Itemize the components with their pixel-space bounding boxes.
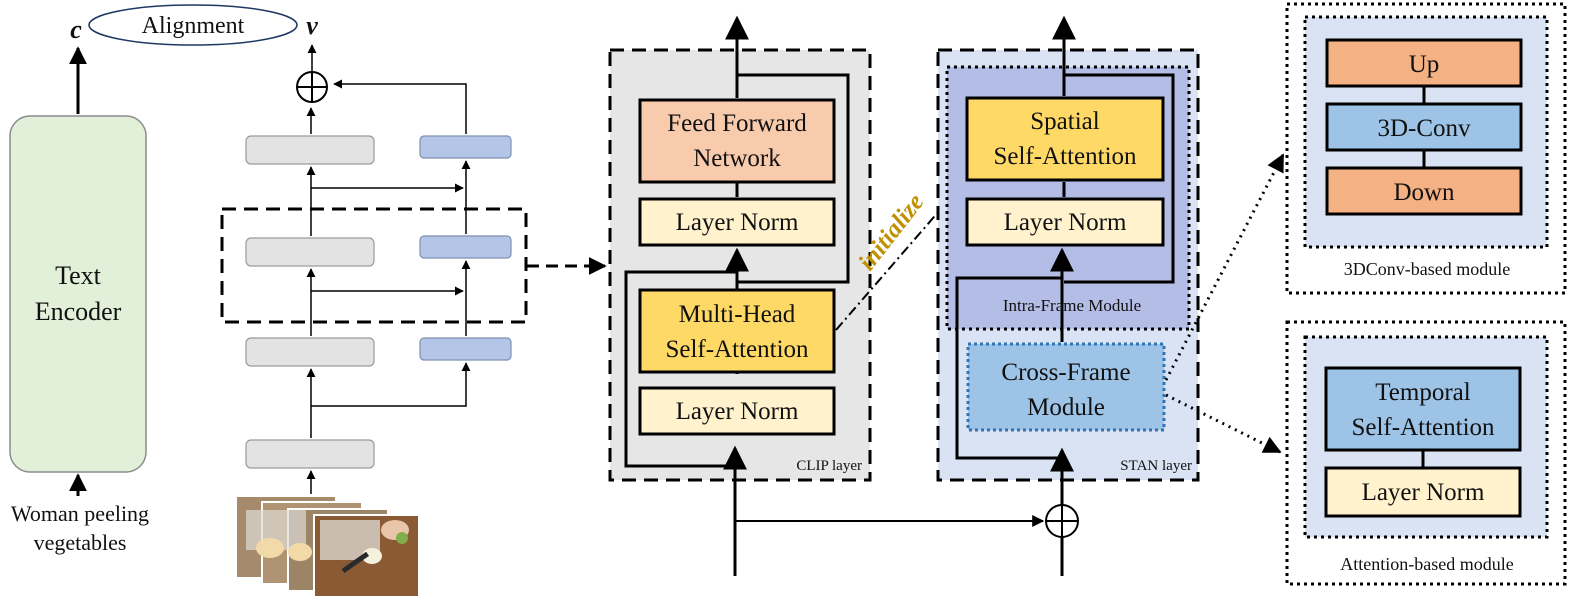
link-to-conv-module: [1164, 153, 1285, 381]
down-block: [1325, 166, 1523, 216]
blue-to-plus: [333, 79, 467, 134]
video-frames-image: [235, 495, 420, 598]
alignment-ellipse: [88, 4, 298, 46]
spatial-attention-block: [965, 96, 1165, 182]
link-to-attention-module: [1165, 393, 1282, 454]
intra-frame-caption: Intra-Frame Module: [1003, 296, 1141, 315]
clip-layer-norm-top-label: Layer Norm: [676, 209, 799, 236]
gray-block-3: [245, 237, 375, 267]
attention-layer-norm: [1324, 466, 1522, 518]
mhsa-line2: Self-Attention: [665, 336, 809, 363]
conv-module-caption: 3DConv-based module: [1344, 259, 1510, 279]
attention-layer-norm-label: Layer Norm: [1362, 479, 1485, 506]
text-encoder-label-line1: Text: [55, 261, 102, 290]
gray-block-2: [245, 337, 375, 367]
down-label: Down: [1393, 179, 1455, 206]
selected-layer-box: [220, 207, 528, 324]
cross-frame-line1: Cross-Frame: [1001, 359, 1130, 386]
text-embedding-symbol: c: [70, 15, 82, 44]
mhsa-line1: Multi-Head: [679, 301, 796, 328]
text-input-line2: vegetables: [34, 530, 127, 555]
branch-1: [311, 362, 471, 407]
temporal-attention-block: [1324, 366, 1522, 452]
conv-module-group: Up 3D-Conv Down 3DConv-based module: [1285, 2, 1567, 295]
alignment-group: Alignment v: [88, 4, 318, 46]
up-block: [1325, 38, 1523, 88]
spatial-line1: Spatial: [1030, 108, 1099, 135]
gray-block-1: [245, 439, 375, 469]
cross-frame-line2: Module: [1027, 394, 1105, 421]
clip-residual-2: [737, 73, 850, 284]
cross-frame-module-block: [966, 342, 1166, 432]
stan-layer-norm: [965, 197, 1165, 247]
text-encoder-block: [9, 115, 147, 473]
clip-layer-caption: CLIP layer: [796, 458, 862, 474]
stan-layer-caption: STAN layer: [1120, 458, 1192, 474]
gray-block-4: [245, 135, 375, 165]
feed-forward-line1: Feed Forward: [667, 110, 807, 137]
blue-block-3: [419, 135, 512, 159]
stan-layer-norm-label: Layer Norm: [1004, 209, 1127, 236]
clip-residual-1: [624, 270, 738, 468]
temporal-line2: Self-Attention: [1351, 414, 1495, 441]
conv3d-block: [1325, 102, 1523, 152]
conv3d-label: 3D-Conv: [1377, 115, 1471, 142]
feed-forward-line2: Network: [693, 145, 781, 172]
temporal-line1: Temporal: [1375, 379, 1470, 406]
video-embedding-symbol: v: [306, 11, 318, 40]
spatial-line2: Self-Attention: [993, 143, 1137, 170]
multi-head-attention-block: [638, 288, 836, 374]
text-encoder-label-line2: Encoder: [35, 297, 122, 326]
video-branch-group: [220, 44, 607, 598]
text-input-line1: Woman peeling: [11, 501, 149, 526]
clip-layer-group: Feed Forward Network Layer Norm Multi-He…: [608, 15, 872, 576]
feed-forward-block: [638, 98, 836, 184]
skip-connection-group: [735, 504, 1079, 538]
blue-block-1: [419, 337, 512, 361]
alignment-label: Alignment: [142, 13, 245, 39]
clip-layer-norm-bottom: [638, 386, 836, 436]
stan-residual-2: [1064, 73, 1175, 284]
attention-module-group: Temporal Self-Attention Layer Norm Atten…: [1285, 320, 1567, 586]
stan-layer-group: Spatial Self-Attention Layer Norm Intra-…: [936, 15, 1200, 576]
attention-module-caption: Attention-based module: [1340, 554, 1513, 574]
up-label: Up: [1409, 51, 1440, 78]
blue-block-2: [419, 235, 512, 259]
stan-residual-1: [955, 276, 1062, 460]
text-encoder-group: Text Encoder Woman peeling vegetables c: [9, 15, 149, 555]
clip-layer-norm-bottom-label: Layer Norm: [676, 398, 799, 425]
clip-layer-norm-top: [638, 197, 836, 247]
